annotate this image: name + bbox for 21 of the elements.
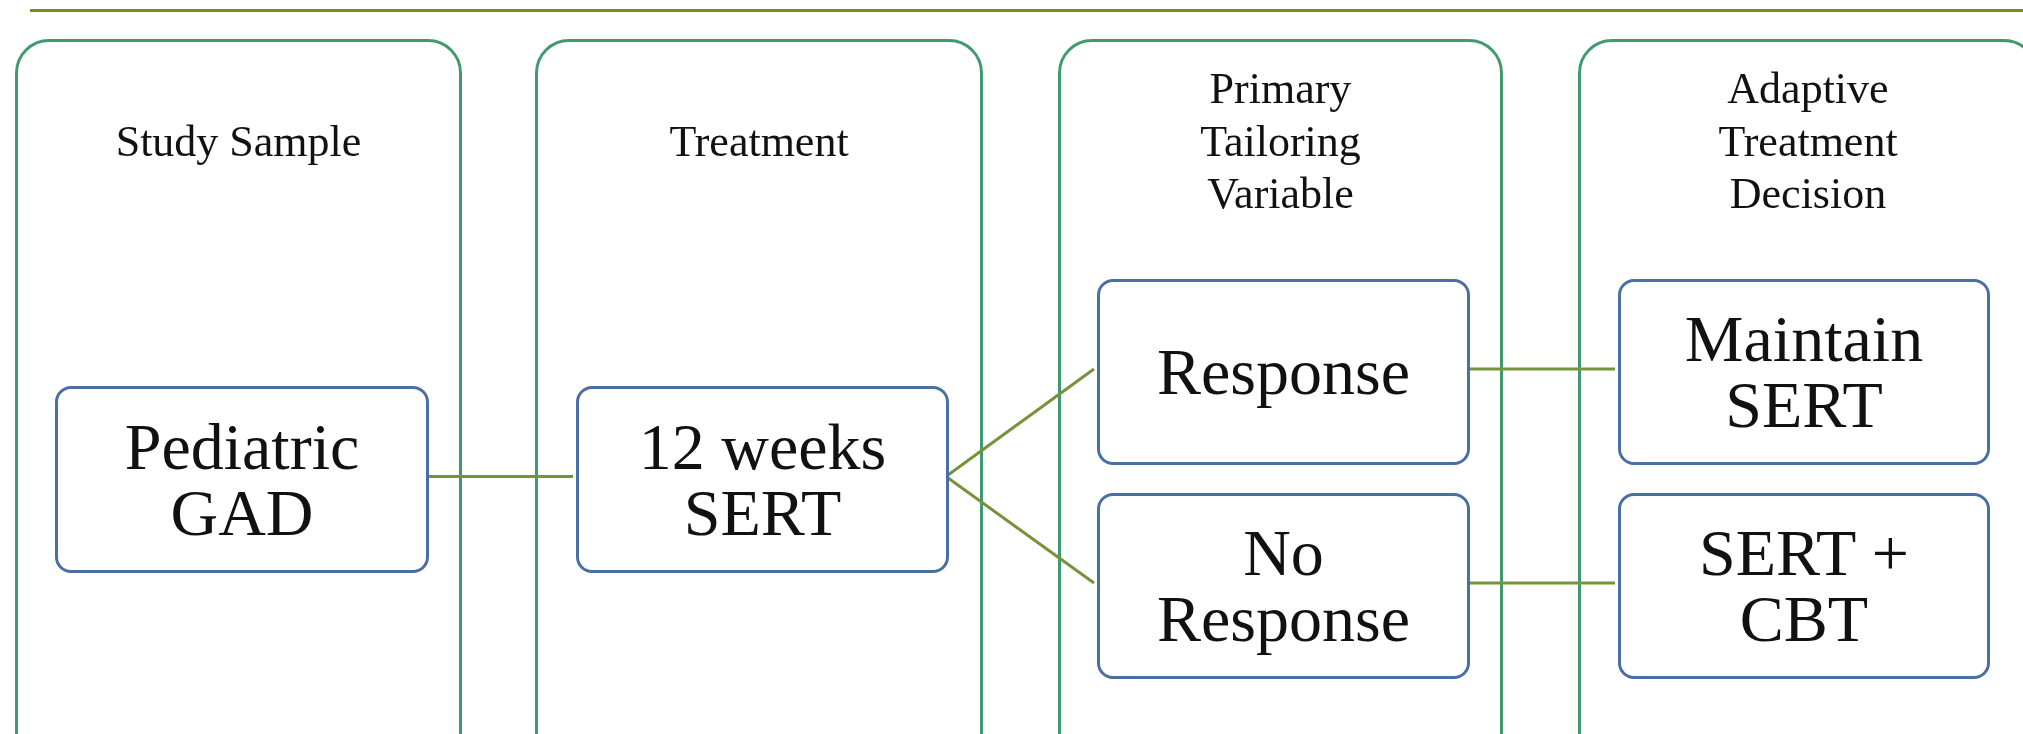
process-box <box>1618 493 1990 679</box>
box-label: Maintain SERT <box>1683 306 1925 438</box>
process-box <box>1097 279 1470 465</box>
column-heading: Treatment <box>669 115 849 168</box>
process-box <box>1618 279 1990 465</box>
box-label: SERT + CBT <box>1698 520 1910 652</box>
process-box <box>1097 493 1470 679</box>
column-panel <box>1058 39 1503 734</box>
process-box <box>576 386 949 573</box>
connector-line <box>1467 367 1615 371</box>
column-panel <box>535 39 983 734</box>
process-box <box>55 386 429 573</box>
column-heading: Adaptive Treatment Decision <box>1717 62 1899 221</box>
box-label: Pediatric GAD <box>123 413 361 546</box>
connector-line <box>426 475 573 478</box>
box-label: 12 weeks SERT <box>637 413 888 546</box>
column-panel <box>15 39 462 734</box>
column-panel <box>1578 39 2023 734</box>
column-heading: Primary Tailoring Variable <box>1199 62 1362 221</box>
connector-line <box>1467 581 1615 585</box>
column-heading: Study Sample <box>115 115 362 168</box>
